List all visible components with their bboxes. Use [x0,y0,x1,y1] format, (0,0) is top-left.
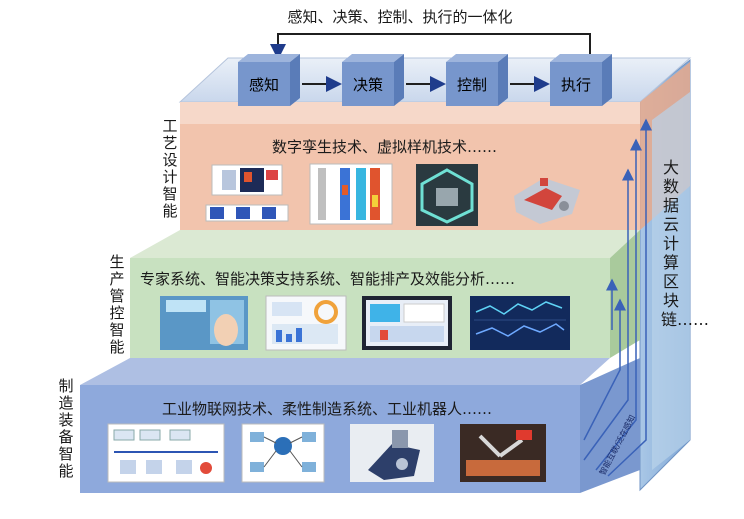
tier-top-roof [180,102,640,124]
tier-middle-side [610,230,640,358]
analytics-screen-icon [470,296,570,350]
ui-panels-icon [205,164,289,222]
monitor-icon [362,296,452,350]
top-title: 感知、决策、控制、执行的一体化 [287,8,513,26]
process-label-4: 执行 [561,76,591,94]
process-box-2 [342,54,404,106]
robot-workshop-icon [460,424,546,482]
tier-middle-side-label: 生产管控智能 [109,253,125,356]
integration-loop-arrow [270,33,591,60]
right-column-label: 大数据云计算区块链…… [661,158,710,329]
machine-model-icon [514,178,580,224]
tier-middle-roof [130,230,640,258]
tier-bottom-roof [80,358,610,385]
cnc-machine-icon [350,424,434,482]
heatmap-columns-icon [309,163,393,225]
dashboard-icon [265,295,347,351]
touch-screen-icon [160,296,248,350]
process-label-2: 决策 [353,76,383,94]
tier-bottom-text: 工业物联网技术、柔性制造系统、工业机器人…… [162,400,493,418]
process-box-1 [238,54,300,106]
process-box-4 [550,54,612,106]
network-diagram-icon [241,423,325,483]
upward-data-arrows [583,118,652,477]
process-box-3 [446,54,508,106]
iot-diagram-icon [107,423,225,483]
tier-middle-text: 专家系统、智能决策支持系统、智能排产及效能分析…… [140,270,516,288]
process-label-3: 控制 [457,76,487,94]
tier-bottom-side-label: 制造装备智能 [58,377,74,480]
tier-top-text: 数字孪生技术、虚拟样机技术…… [272,138,498,156]
process-label-1: 感知 [249,76,279,94]
hexagon-model-icon [416,164,478,226]
tier-top-side-label: 工艺设计智能 [162,117,178,220]
right-column-strip [652,92,690,470]
